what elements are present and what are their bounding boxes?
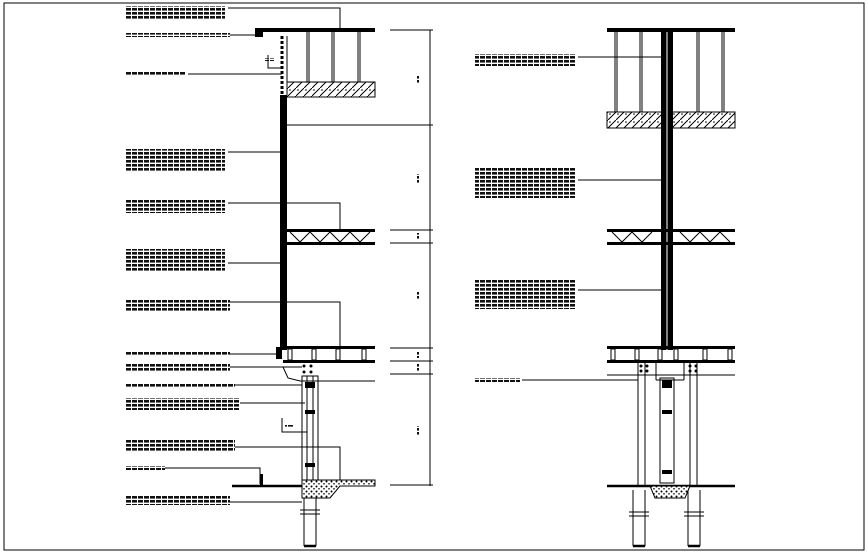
beam-line [282, 366, 375, 382]
piles-right [629, 490, 704, 548]
note-column-bracing [125, 398, 240, 410]
note-party-wall-top [475, 54, 575, 66]
lower-columns-right [637, 363, 698, 485]
roof-insulation [286, 81, 376, 98]
note-party-wall-lower [475, 279, 575, 309]
note-floor-joist-lower [125, 299, 230, 312]
note-finished-grade [125, 466, 165, 470]
roof-deck [255, 28, 375, 32]
note-column [125, 383, 235, 387]
roof-framing-members [306, 32, 361, 82]
dimension-string [345, 29, 433, 486]
note-column-right [475, 378, 520, 382]
gravel-footing [301, 479, 376, 499]
note-party-wall-upper [475, 168, 575, 198]
connection-bolts [302, 364, 313, 374]
right-wall-section [606, 28, 736, 548]
note-sill-plate [125, 352, 230, 356]
left-wall-section [232, 28, 376, 548]
pile [300, 498, 320, 548]
floor-joist-level-1 [283, 229, 375, 245]
left-annotations [125, 6, 341, 505]
floor-joist-level-2 [276, 346, 375, 363]
connection-bolts-right [639, 364, 698, 373]
floor-joist-level-1-right [607, 229, 735, 245]
floor-joist-level-2-right [607, 346, 735, 363]
note-roof-assembly [125, 6, 225, 20]
exterior-wall [280, 95, 287, 350]
note-parapet [125, 33, 230, 37]
lower-column [301, 375, 319, 481]
right-annotations [475, 54, 666, 382]
parapet-cap [255, 28, 263, 37]
roof-framing-members-right [614, 32, 725, 112]
note-wall-assembly-lower [125, 249, 225, 271]
gravel-footing-right [649, 485, 691, 499]
note-wall-assembly-upper [125, 149, 225, 171]
note-beam-connection [125, 364, 230, 372]
note-pile [125, 495, 230, 505]
note-footing-detail [125, 439, 235, 451]
note-flashing [125, 72, 185, 76]
note-floor-joist-upper [125, 200, 225, 213]
sheet-border [3, 2, 865, 551]
